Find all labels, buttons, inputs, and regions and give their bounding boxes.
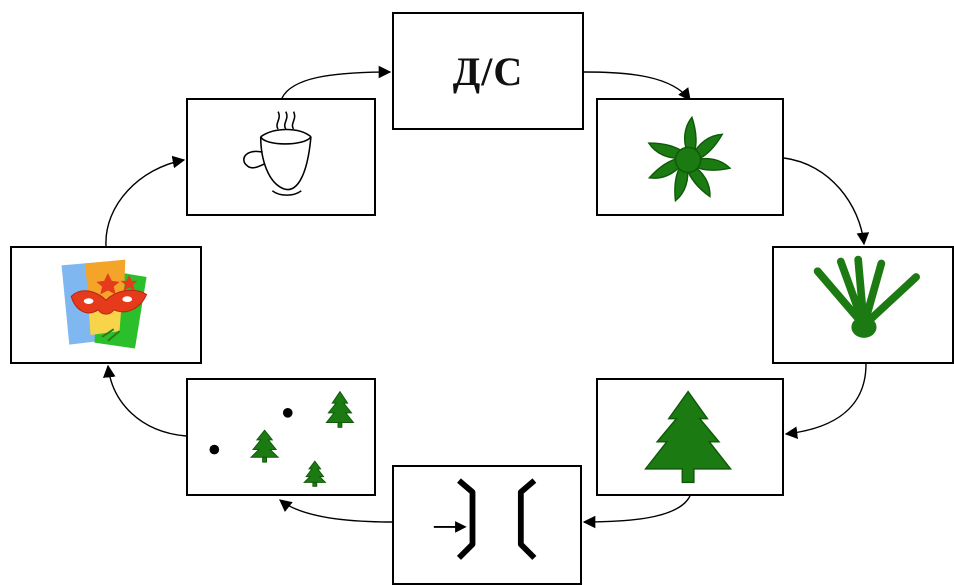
arrow-sprout-to-fir (784, 363, 867, 439)
arrow-ds-to-flower (583, 71, 691, 102)
steaming-cup-icon (243, 111, 312, 196)
carnival-mask-icon (61, 259, 148, 349)
node-brackets (392, 465, 582, 585)
arrow-fir-to-brackets (582, 495, 691, 529)
node-flower (596, 98, 784, 216)
node-sprout (772, 246, 954, 364)
arrow-brackets-to-seedlings (279, 499, 393, 523)
node-seedlings (186, 378, 376, 496)
green-fir-tree-icon (644, 390, 733, 484)
arrow-seedlings-to-carnival (102, 364, 187, 437)
node-fir (596, 378, 784, 496)
green-star-flower-icon (647, 115, 732, 203)
arrow-carnival-to-cup (105, 155, 186, 247)
arrow-flower-to-sprout (783, 157, 870, 246)
node-cup (186, 98, 376, 216)
seedlings-dots-icon (209, 390, 355, 487)
brackets-arrow-icon (433, 478, 537, 560)
node-carnival (10, 246, 202, 364)
arrow-cup-to-ds (281, 65, 392, 99)
node-ds: Д/С (392, 12, 584, 130)
green-sprout-icon (813, 255, 921, 338)
node-ds-label: Д/С (452, 48, 524, 94)
